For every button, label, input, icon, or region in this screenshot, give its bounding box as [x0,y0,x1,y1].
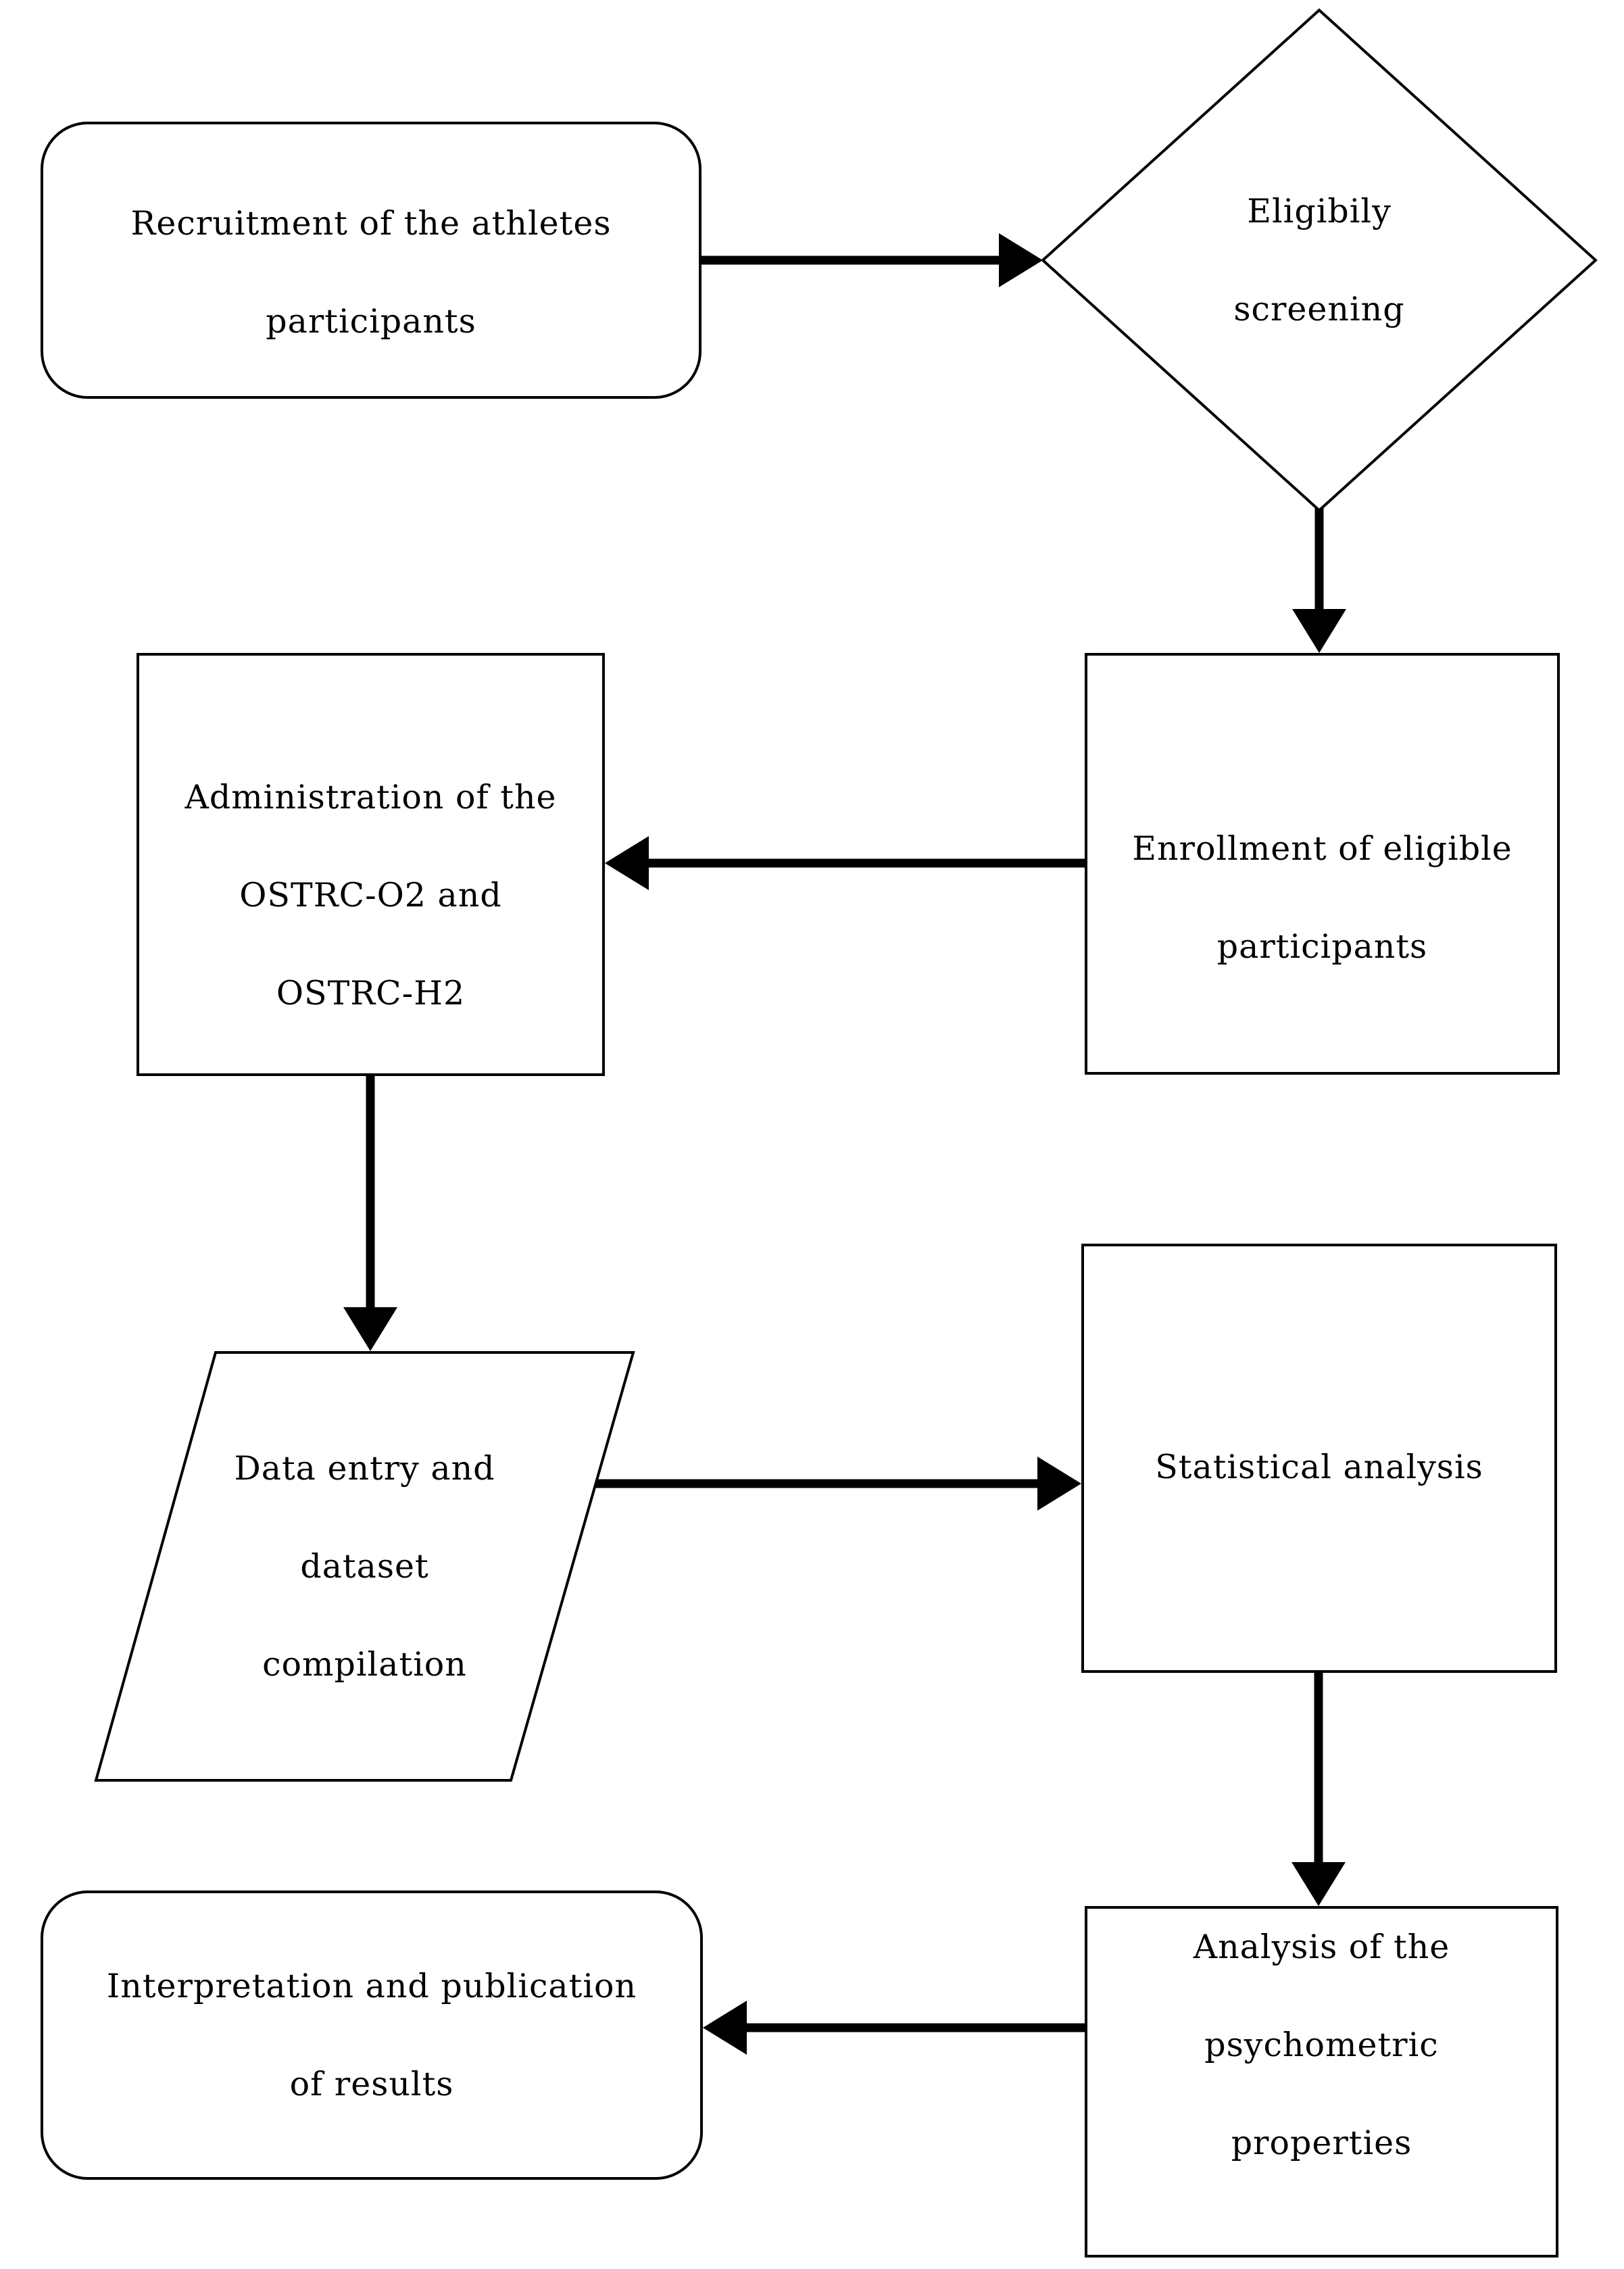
arrow-psychometric-to-interpretation [703,2001,1085,2055]
arrowhead-right-icon [1037,1457,1081,1511]
node-enrollment-label: Enrollment of eligible participants [1132,732,1512,996]
node-interpretation: Interpretation and publication of result… [41,1890,703,2180]
arrowhead-left-icon [605,836,649,890]
parallelogram-outline [94,1351,635,1782]
label-line: OSTRC-O2 and [239,875,502,914]
node-eligibility-shape [1041,8,1598,512]
node-administration: Administration of the OSTRC-O2 and OSTRC… [137,653,605,1076]
arrow-recruitment-to-eligibility [702,233,1043,287]
label-line: Eligibily [1247,192,1392,230]
node-eligibility-label: Eligibily screening [1233,162,1404,358]
node-enrollment: Enrollment of eligible participants [1085,653,1560,1075]
label-line: Statistical analysis [1155,1447,1483,1486]
label-line: participants [266,301,476,341]
node-data-entry-shape [94,1351,635,1782]
label-line: psychometric [1204,2025,1439,2064]
arrow-data-entry-to-statistical [596,1457,1081,1511]
arrow-administration-to-data-entry [343,1076,397,1351]
node-psychometric: Analysis of the psychometric properties [1085,1906,1558,2258]
node-data-entry: Data entry and dataset compilation [95,1351,635,1782]
arrowhead-down-icon [343,1307,397,1351]
label-line: Recruitment of the athletes [130,203,612,243]
node-psychometric-label: Analysis of the psychometric properties [1194,1898,1450,2266]
arrowhead-right-icon [999,233,1043,287]
arrow-statistical-to-psychometric [1291,1673,1346,1906]
label-line: participants [1216,927,1428,966]
node-statistical-label: Statistical analysis [1155,1401,1483,1516]
arrow-enrollment-to-administration [605,836,1085,890]
label-line: Analysis of the [1193,1927,1450,1966]
arrowhead-down-icon [1292,609,1346,653]
node-data-entry-label: Data entry and dataset compilation [234,1419,495,1713]
label-line: of results [289,2065,454,2103]
label-line: OSTRC-H2 [276,973,466,1012]
label-line: compilation [262,1645,467,1684]
label-line: Enrollment of eligible [1132,829,1512,868]
label-line: screening [1233,290,1405,328]
node-eligibility: Eligibily screening [1043,10,1596,510]
diamond-outline [1041,8,1598,512]
label-line: Administration of the [184,777,557,816]
arrowhead-down-icon [1291,1862,1346,1906]
arrowhead-left-icon [703,2001,747,2055]
node-recruitment-label: Recruitment of the athletes participants [131,151,612,370]
node-administration-label: Administration of the OSTRC-O2 and OSTRC… [184,687,556,1042]
node-recruitment: Recruitment of the athletes participants [41,122,702,399]
node-interpretation-label: Interpretation and publication of result… [107,1937,637,2133]
arrow-eligibility-to-enrollment [1292,508,1346,653]
label-line: Data entry and [234,1449,495,1488]
label-line: properties [1231,2123,1412,2162]
label-line: dataset [300,1547,429,1586]
label-line: Interpretation and publication [106,1967,637,2005]
node-statistical: Statistical analysis [1081,1244,1557,1673]
